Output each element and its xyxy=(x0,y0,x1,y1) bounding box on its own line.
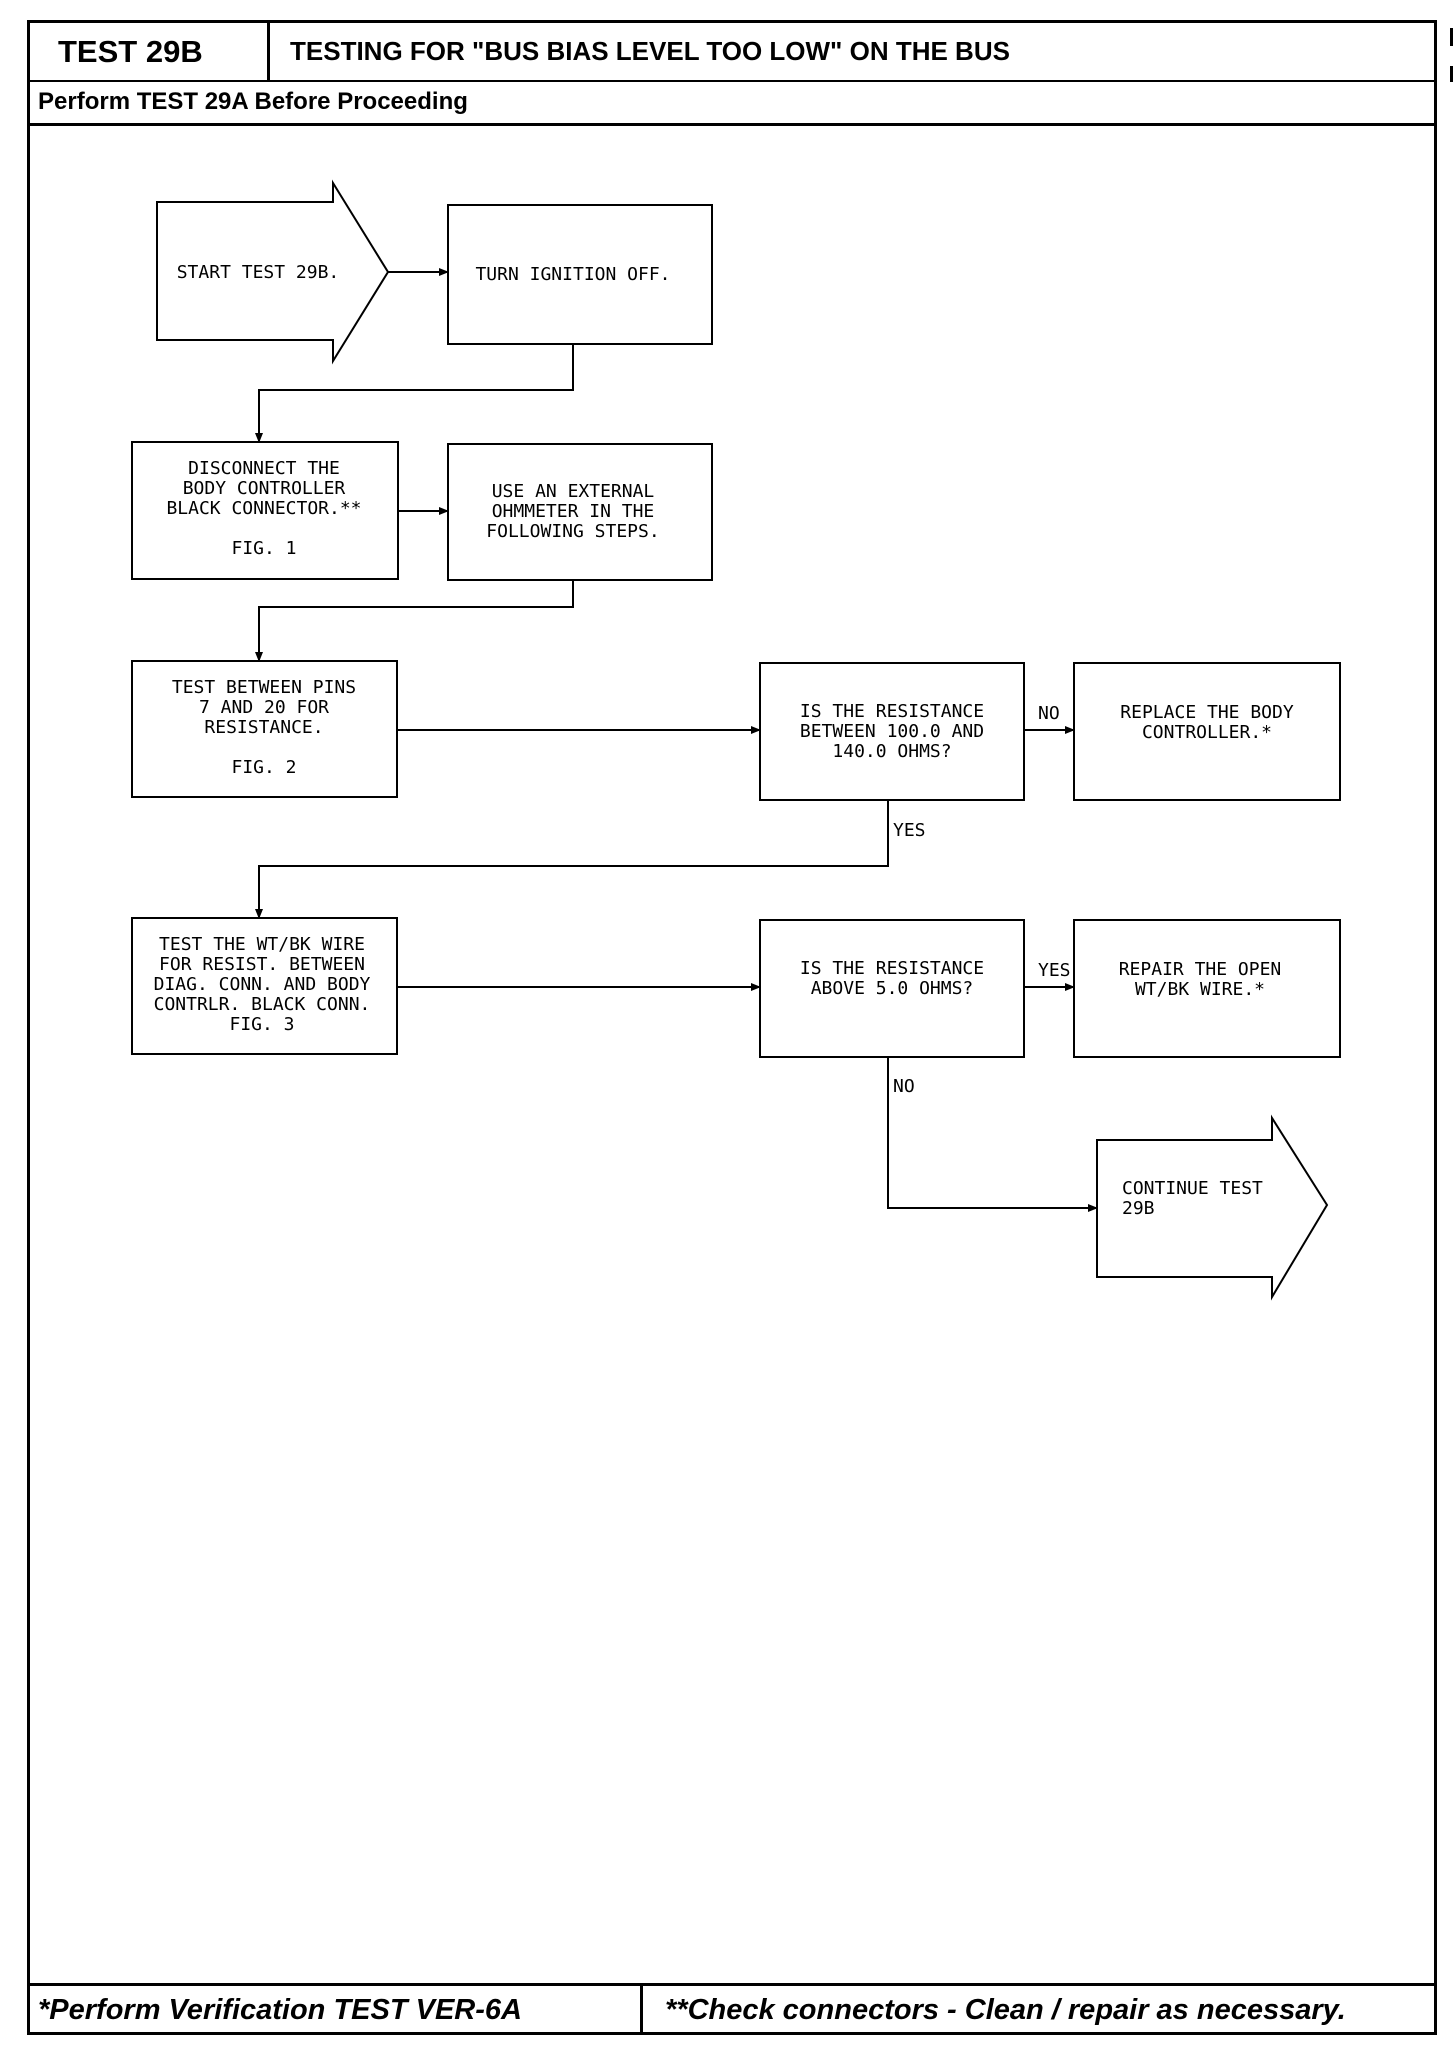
repair-wire-label: WT/BK WIRE.* xyxy=(1135,979,1265,1000)
test-pins-label: RESISTANCE. xyxy=(204,717,323,738)
footer-connectors-note: **Check connectors - Clean / repair as n… xyxy=(665,1993,1346,2026)
footer-divider xyxy=(640,1983,643,2035)
continue-label: 29B xyxy=(1122,1198,1155,1219)
replace-controller-label: REPLACE THE BODY xyxy=(1120,702,1294,723)
question-resistance-range-label: IS THE RESISTANCE xyxy=(800,701,984,722)
continue-label: CONTINUE TEST xyxy=(1122,1178,1263,1199)
connector xyxy=(255,344,574,443)
disconnect-label: BODY CONTROLLER xyxy=(183,478,346,499)
test-wire-label: CONTRLR. BLACK CONN. xyxy=(154,994,371,1015)
branch-label-yes: YES xyxy=(1038,960,1071,981)
margin-mark xyxy=(1450,66,1453,82)
branch-label-no: NO xyxy=(893,1076,915,1097)
start-label: START TEST 29B. xyxy=(177,262,340,283)
disconnect-label: DISCONNECT THE xyxy=(188,458,340,479)
start-arrow-shape xyxy=(156,179,390,365)
use-ohmmeter-label: OHMMETER IN THE xyxy=(492,501,655,522)
use-ohmmeter-label: FOLLOWING STEPS. xyxy=(486,521,659,542)
page-frame: TEST 29B TESTING FOR "BUS BIAS LEVEL TOO… xyxy=(27,20,1437,2035)
connector xyxy=(255,800,889,919)
question-resistance-range-label: 140.0 OHMS? xyxy=(832,741,951,762)
branch-label-yes: YES xyxy=(893,820,926,841)
footer-rule xyxy=(30,1983,1434,1986)
test-subtitle: Perform TEST 29A Before Proceeding xyxy=(38,88,468,115)
connector xyxy=(255,580,574,662)
question-above-5-label: IS THE RESISTANCE xyxy=(800,958,984,979)
header-bottom-rule xyxy=(30,123,1434,126)
test-pins-label: TEST BETWEEN PINS xyxy=(172,677,356,698)
branch-label-no: NO xyxy=(1038,703,1060,724)
test-pins-label: FIG. 2 xyxy=(231,757,296,778)
footer-verification-note: *Perform Verification TEST VER-6A xyxy=(38,1993,522,2026)
connector xyxy=(887,1057,1098,1212)
replace-controller-label: CONTROLLER.* xyxy=(1142,722,1272,743)
test-number: TEST 29B xyxy=(30,23,270,80)
use-ohmmeter-label: USE AN EXTERNAL xyxy=(492,481,655,502)
question-above-5-label: ABOVE 5.0 OHMS? xyxy=(811,978,974,999)
test-wire-label: DIAG. CONN. AND BODY xyxy=(154,974,371,995)
test-wire-label: TEST THE WT/BK WIRE xyxy=(159,934,365,955)
test-pins-label: 7 AND 20 FOR xyxy=(199,697,329,718)
test-wire-label: FOR RESIST. BETWEEN xyxy=(159,954,365,975)
disconnect-label: BLACK CONNECTOR.** xyxy=(166,498,361,519)
test-wire-label: FIG. 3 xyxy=(229,1014,294,1035)
turn-ignition-off-label: TURN IGNITION OFF. xyxy=(475,264,670,285)
header-divider xyxy=(30,80,1434,82)
question-resistance-range-label: BETWEEN 100.0 AND xyxy=(800,721,984,742)
margin-mark xyxy=(1450,28,1453,46)
disconnect-label: FIG. 1 xyxy=(231,538,296,559)
test-title: TESTING FOR "BUS BIAS LEVEL TOO LOW" ON … xyxy=(290,36,1010,66)
repair-wire-label: REPAIR THE OPEN xyxy=(1119,959,1282,980)
continue-arrow-shape xyxy=(1096,1114,1329,1301)
